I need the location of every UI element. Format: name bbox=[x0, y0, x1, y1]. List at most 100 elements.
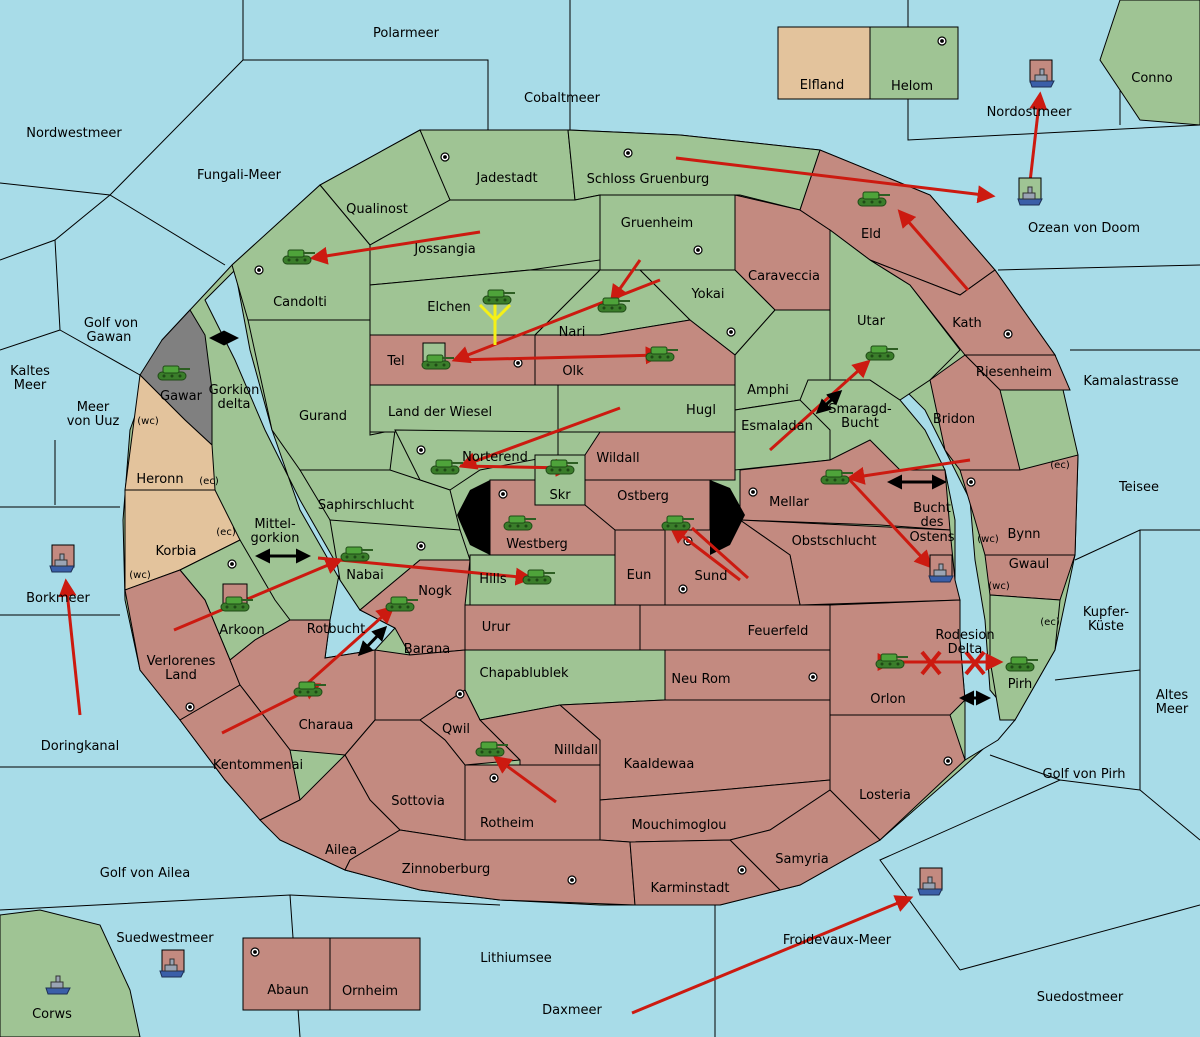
label-losteria: Losteria bbox=[859, 788, 911, 803]
sea-label-ostens-2: des bbox=[920, 515, 943, 530]
label-gawar: Gawar bbox=[160, 389, 203, 404]
label-mellar: Mellar bbox=[769, 495, 809, 510]
territory-ornheim[interactable] bbox=[329, 937, 421, 1011]
sea-label-nordwestmeer: Nordwestmeer bbox=[26, 126, 122, 141]
label-qwil: Qwil bbox=[442, 722, 470, 737]
tank-icon bbox=[857, 191, 891, 207]
tank-icon bbox=[157, 365, 191, 381]
label-esmaladan: Esmaladan bbox=[741, 419, 813, 434]
label-abaun: Abaun bbox=[267, 983, 309, 998]
territory-losteria[interactable] bbox=[829, 714, 966, 841]
label-olk: Olk bbox=[562, 364, 584, 379]
coast-tag-pirh-ec: (ec) bbox=[1040, 617, 1060, 628]
territory-karminstadt[interactable] bbox=[629, 839, 781, 906]
move-arrow bbox=[609, 259, 642, 303]
supply-center-icon bbox=[227, 559, 237, 569]
label-ailea: Ailea bbox=[325, 843, 357, 858]
label-charaua: Charaua bbox=[299, 718, 354, 733]
sea-label-borkmeer: Borkmeer bbox=[26, 591, 90, 606]
move-arrow bbox=[458, 406, 621, 470]
supply-center-icon bbox=[498, 489, 508, 499]
label-gwaul: Gwaul bbox=[1009, 557, 1050, 572]
sea-label-conno: Conno bbox=[1131, 71, 1173, 86]
territory-mellar[interactable] bbox=[739, 439, 951, 531]
supply-center-icon bbox=[748, 487, 758, 497]
label-neu-rom: Neu Rom bbox=[671, 672, 730, 687]
sea-label-kupfer-2: Küste bbox=[1088, 619, 1124, 634]
label-norterend: Norterend bbox=[462, 450, 528, 465]
territory-elfland[interactable] bbox=[777, 26, 871, 100]
move-arrow bbox=[58, 578, 82, 716]
supply-center-icon bbox=[808, 672, 818, 682]
sea-label-polarmeer: Polarmeer bbox=[373, 26, 440, 41]
sea-label-rodesion-2: Delta bbox=[948, 642, 983, 657]
move-arrow bbox=[846, 476, 933, 569]
tank-icon bbox=[661, 515, 695, 531]
move-arrow bbox=[299, 605, 395, 692]
territory-corws[interactable] bbox=[0, 909, 141, 1037]
supply-center-icon bbox=[416, 541, 426, 551]
label-jadestadt: Jadestadt bbox=[475, 171, 537, 186]
sea-label-corws: Corws bbox=[32, 1007, 72, 1022]
labels: Polarmeer Cobaltmeer Nordwestmeer Fungal… bbox=[10, 26, 1189, 1022]
label-utar: Utar bbox=[857, 314, 886, 329]
sea-label-kaltes-1: Kaltes bbox=[10, 364, 50, 379]
coast-tag-bynn-ec: (ec) bbox=[1050, 460, 1070, 471]
label-feuerfeld: Feuerfeld bbox=[748, 624, 809, 639]
sea-label-suedostmeer: Suedostmeer bbox=[1037, 990, 1124, 1005]
tank-icon bbox=[645, 346, 679, 362]
label-amphi: Amphi bbox=[747, 383, 789, 398]
sea-label-mittelgorkion-1: Mittel- bbox=[254, 517, 296, 532]
supply-center-icon bbox=[937, 36, 947, 46]
sea-label-ostens-3: Ostens bbox=[909, 530, 954, 545]
support-arrows bbox=[478, 300, 512, 345]
label-orlon: Orlon bbox=[870, 692, 905, 707]
label-barana: Barana bbox=[404, 642, 450, 657]
tank-icon bbox=[430, 459, 464, 475]
label-ornheim: Ornheim bbox=[342, 984, 398, 999]
move-arrow bbox=[897, 209, 970, 291]
sea-label-lithiumsee: Lithiumsee bbox=[480, 951, 551, 966]
bounce-marker bbox=[920, 650, 986, 676]
supply-center-icon bbox=[623, 148, 633, 158]
label-urur: Urur bbox=[482, 620, 511, 635]
sea-label-suedwestmeer: Suedwestmeer bbox=[116, 931, 214, 946]
coast-tag-bynn-wc: (wc) bbox=[977, 534, 999, 545]
tank-icon bbox=[820, 469, 854, 485]
sea-label-gorkion-delta-1: Gorkion bbox=[209, 383, 260, 398]
supply-center-icon bbox=[1003, 329, 1013, 339]
tank-icon bbox=[421, 354, 455, 370]
label-rotheim: Rotheim bbox=[480, 816, 534, 831]
label-gruenheim: Gruenheim bbox=[621, 216, 693, 231]
impassable-east bbox=[710, 480, 745, 555]
sea-label-golf-gawan-2: Gawan bbox=[87, 330, 132, 345]
supply-center-icon bbox=[737, 865, 747, 875]
supply-center-icon bbox=[185, 702, 195, 712]
label-verlorenes-2: Land bbox=[165, 668, 197, 683]
sea-label-golf-ailea: Golf von Ailea bbox=[100, 866, 190, 881]
label-hills: Hills bbox=[479, 572, 507, 587]
label-bridon: Bridon bbox=[933, 412, 975, 427]
tank-icon bbox=[865, 345, 899, 361]
tank-icon bbox=[340, 546, 374, 562]
label-hugl: Hugl bbox=[686, 403, 716, 418]
sea-label-froidevaux: Froidevaux-Meer bbox=[783, 933, 892, 948]
label-elchen: Elchen bbox=[427, 300, 470, 315]
territory-gruenheim[interactable] bbox=[599, 194, 736, 271]
move-arrow bbox=[675, 156, 996, 204]
sea-label-ostens-1: Bucht bbox=[913, 501, 951, 516]
sea-label-smaragd-1: Smaragd- bbox=[828, 402, 892, 417]
label-nilldall: Nilldall bbox=[554, 743, 598, 758]
label-gurand: Gurand bbox=[299, 409, 347, 424]
label-sottovia: Sottovia bbox=[391, 794, 445, 809]
sea-label-uuz-1: Meer bbox=[77, 400, 110, 415]
label-tel: Tel bbox=[386, 354, 404, 369]
territory-heronn[interactable] bbox=[124, 373, 216, 491]
territory-conno[interactable] bbox=[1099, 0, 1200, 126]
label-nabai: Nabai bbox=[346, 568, 384, 583]
tank-icon bbox=[597, 297, 631, 313]
label-nogk: Nogk bbox=[418, 584, 452, 599]
territory-gurand[interactable] bbox=[247, 319, 396, 471]
sea-label-ozean-doom: Ozean von Doom bbox=[1028, 221, 1140, 236]
